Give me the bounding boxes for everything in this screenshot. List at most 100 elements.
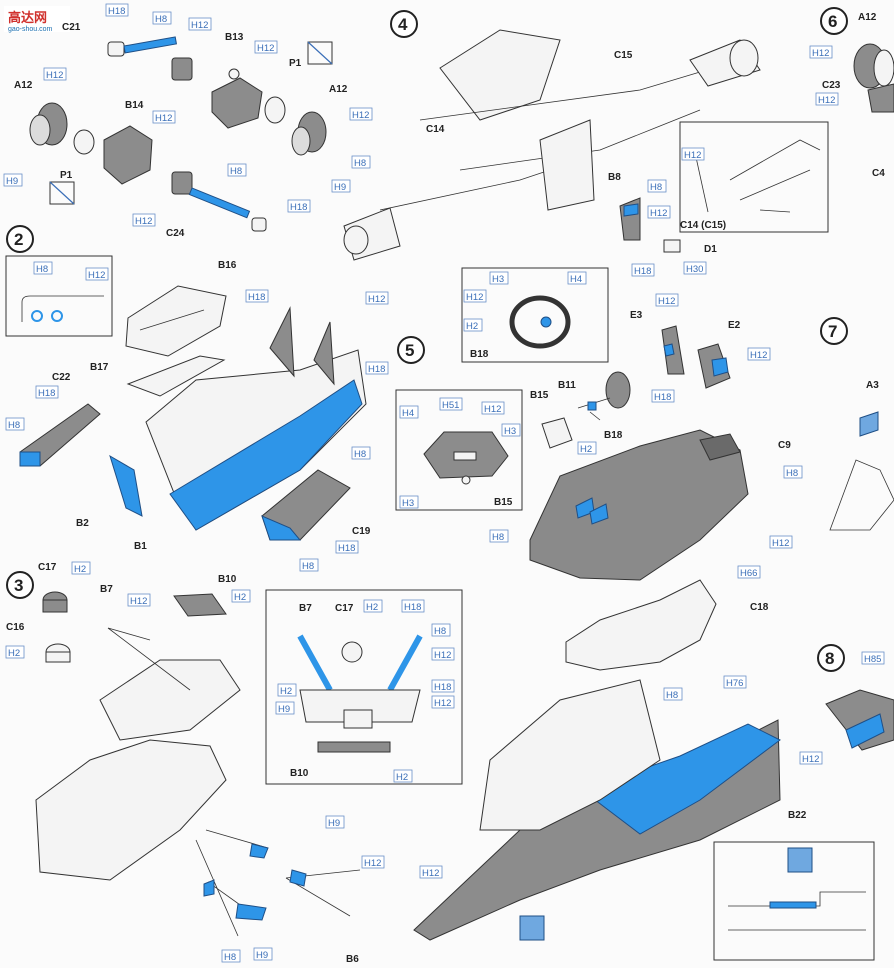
code-h12-v: H12 (422, 868, 439, 879)
code-h12-m: H12 (650, 208, 667, 219)
code-h12-r: H12 (658, 296, 675, 307)
label-c4: C4 (872, 168, 885, 179)
code-h12-t: H12 (484, 404, 501, 415)
code-h18-a: H18 (108, 6, 125, 17)
code-h9-b: H9 (6, 176, 18, 187)
code-h18-g: H18 (404, 602, 421, 613)
seat-c18 (565, 579, 717, 671)
part-b16 (125, 285, 227, 357)
part-b2 (109, 454, 143, 517)
part-e3 (661, 325, 685, 375)
step-4-number: 4 (398, 15, 408, 34)
label-a3: A3 (866, 380, 879, 391)
part-b6-wishbones (195, 829, 361, 937)
code-h66: H66 (740, 568, 757, 579)
label-c23: C23 (822, 80, 841, 91)
step-5-number: 5 (405, 341, 414, 360)
part-c17 (42, 591, 68, 613)
code-h8-i: H8 (224, 952, 236, 963)
label-a12-right: A12 (329, 84, 348, 95)
label-b10-top: B10 (218, 574, 237, 585)
code-h18-b: H18 (290, 202, 307, 213)
code-h8-a: H8 (155, 14, 167, 25)
code-h8-c: H8 (230, 166, 242, 177)
label-p1-left: P1 (60, 170, 73, 181)
code-h18-f: H18 (338, 543, 355, 554)
chassis-tub (145, 306, 367, 531)
code-h3-c: H3 (402, 498, 414, 509)
step-4-badge: 4 (390, 10, 418, 38)
code-h3-b: H3 (504, 426, 516, 437)
cockpit-c9 (529, 429, 749, 581)
no-glue-icon-right (307, 41, 333, 65)
label-b22: B22 (788, 810, 807, 821)
label-b13: B13 (225, 32, 244, 43)
code-h12-e: H12 (155, 113, 172, 124)
label-c24: C24 (166, 228, 185, 239)
code-h12-k: H12 (434, 698, 451, 709)
code-h8-k: H8 (786, 468, 798, 479)
code-h18-e: H18 (38, 388, 55, 399)
detail-inset-floor-step (713, 841, 875, 961)
dash-b15 (541, 417, 573, 449)
label-b7-inset: B7 (299, 603, 312, 614)
step-8-badge: 8 (817, 644, 845, 672)
label-e2: E2 (728, 320, 741, 331)
label-c14: C14 (426, 124, 445, 135)
wheel-a12-right (291, 111, 327, 156)
label-b15: B15 (530, 390, 549, 401)
step-2-number: 2 (14, 230, 23, 249)
code-h8-b: H8 (354, 158, 366, 169)
code-h12-p: H12 (818, 95, 835, 106)
code-h2-d: H2 (366, 602, 378, 613)
code-h12-h: H12 (368, 294, 385, 305)
code-h18-d: H18 (368, 364, 385, 375)
code-h12-b: H12 (257, 43, 274, 54)
code-h12-c: H12 (352, 110, 369, 121)
label-b2: B2 (76, 518, 89, 529)
label-b11: B11 (558, 380, 576, 391)
detail-inset-steering (461, 267, 609, 363)
watermark-logo: 高达网 gao-shou.com (4, 6, 70, 33)
label-b14: B14 (125, 100, 144, 111)
code-h2-a: H2 (74, 564, 86, 575)
code-h2-g: H2 (466, 321, 478, 332)
code-h8-g: H8 (302, 561, 314, 572)
paint-swatch-icon-lower (519, 915, 545, 941)
detail-inset-b16 (5, 255, 113, 337)
label-c21: C21 (62, 22, 81, 33)
step-6-number: 6 (828, 12, 837, 31)
code-h12-j: H12 (434, 650, 451, 661)
label-c17-left: C17 (38, 562, 57, 573)
code-h8-d: H8 (36, 264, 48, 275)
code-h30: H30 (686, 264, 703, 275)
code-h18-j: H18 (654, 392, 671, 403)
code-h12-g: H12 (88, 270, 105, 281)
label-d1: D1 (704, 244, 717, 255)
label-b18-inset: B18 (470, 349, 489, 360)
step-3-number: 3 (14, 576, 23, 595)
code-h2-h: H2 (580, 444, 592, 455)
mirror-step7 (829, 411, 894, 531)
detail-inset-c14 (679, 121, 829, 233)
code-h2-e: H2 (280, 686, 292, 697)
label-b8: B8 (608, 172, 621, 183)
label-b1: B1 (134, 541, 147, 552)
code-h8-e: H8 (354, 449, 366, 460)
code-h3-a: H3 (492, 274, 504, 285)
code-h12-d: H12 (46, 70, 63, 81)
code-h12-a: H12 (191, 20, 208, 31)
code-h12-i: H12 (130, 596, 147, 607)
upright-b13 (211, 68, 286, 129)
engine-block (35, 627, 241, 881)
label-b17: B17 (90, 362, 109, 373)
code-h85: H85 (864, 654, 881, 665)
code-h2-b: H2 (8, 648, 20, 659)
driveshaft-lower (171, 171, 267, 232)
label-b10-inset: B10 (290, 768, 309, 779)
code-h2-f: H2 (396, 772, 408, 783)
code-h9-e: H9 (256, 950, 268, 961)
code-h76: H76 (726, 678, 743, 689)
code-h12-l: H12 (364, 858, 381, 869)
